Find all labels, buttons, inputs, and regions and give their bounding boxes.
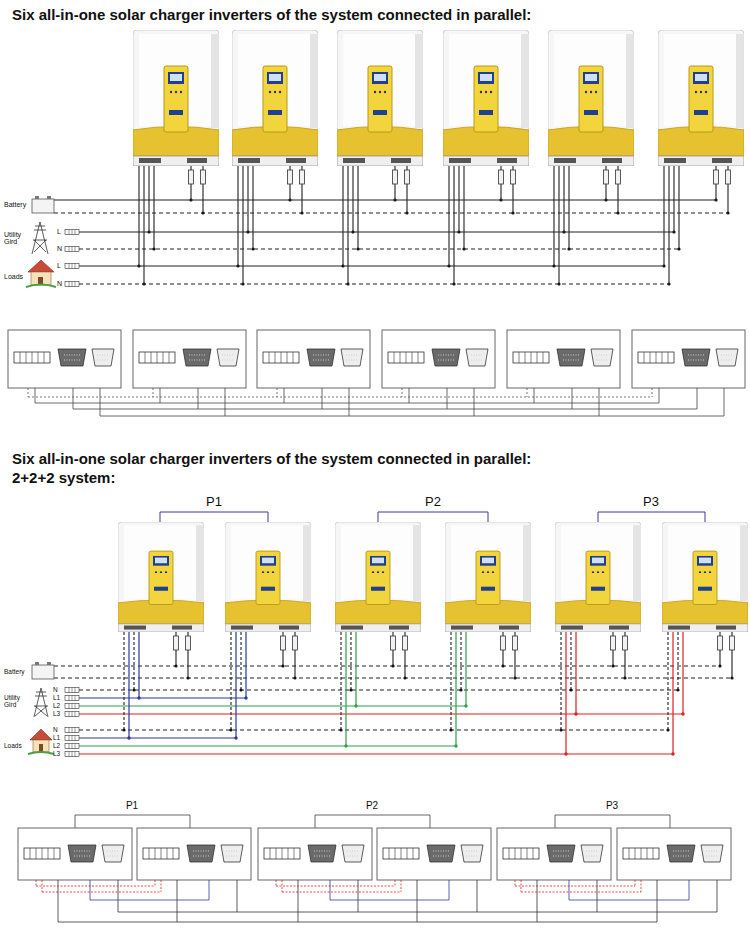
comm-boxes (8, 330, 745, 416)
side-label: Utility Gird (4, 231, 28, 246)
inverter-row-3phase (118, 522, 748, 756)
terminal-label: L3 (53, 751, 60, 758)
heading: Six all-in-one solar charger inverters o… (12, 7, 531, 23)
terminal-symbols (65, 230, 79, 287)
bus-lines-3phase (54, 666, 732, 754)
group-label: P2 (366, 801, 378, 812)
side-label: Battery (4, 201, 26, 208)
group-label: P1 (206, 495, 222, 509)
side-label: Loads (4, 743, 22, 750)
terminal-label: L (57, 262, 61, 269)
house-icon (28, 729, 54, 754)
battery-icon (32, 662, 54, 679)
pylon-icon (32, 222, 48, 254)
pair-brackets-comm (75, 815, 670, 828)
group-label: P3 (643, 495, 659, 509)
terminal-label: L3 (53, 711, 60, 718)
group-label: P1 (126, 801, 138, 812)
battery-icon (32, 196, 54, 213)
comm-lines (28, 397, 724, 416)
comm-lines-3phase (36, 886, 717, 922)
terminal-symbols-3phase (65, 688, 79, 757)
house-icon (26, 260, 56, 287)
pylon-icon (34, 688, 48, 717)
heading: Six all-in-one solar charger inverters o… (12, 451, 531, 467)
terminal-label: N (57, 280, 62, 287)
comm-boxes-3phase (18, 828, 731, 922)
terminal-label: N (57, 245, 62, 252)
side-label: Battery (4, 669, 25, 676)
pair-brackets (160, 512, 705, 522)
terminal-label: L2 (53, 743, 60, 750)
inverter-row (133, 30, 744, 286)
terminal-label: N (53, 727, 58, 734)
group-label: P2 (425, 495, 441, 509)
group-label: P3 (606, 801, 618, 812)
terminal-label: L (57, 228, 61, 235)
side-label: Loads (4, 273, 23, 280)
heading: 2+2+2 system: (12, 470, 115, 486)
terminal-label: L1 (53, 695, 60, 702)
bus-lines (54, 200, 728, 284)
side-label: Utility Gird (4, 695, 28, 709)
terminal-label: L2 (53, 703, 60, 710)
terminal-label: L1 (53, 735, 60, 742)
terminal-label: N (53, 687, 58, 694)
